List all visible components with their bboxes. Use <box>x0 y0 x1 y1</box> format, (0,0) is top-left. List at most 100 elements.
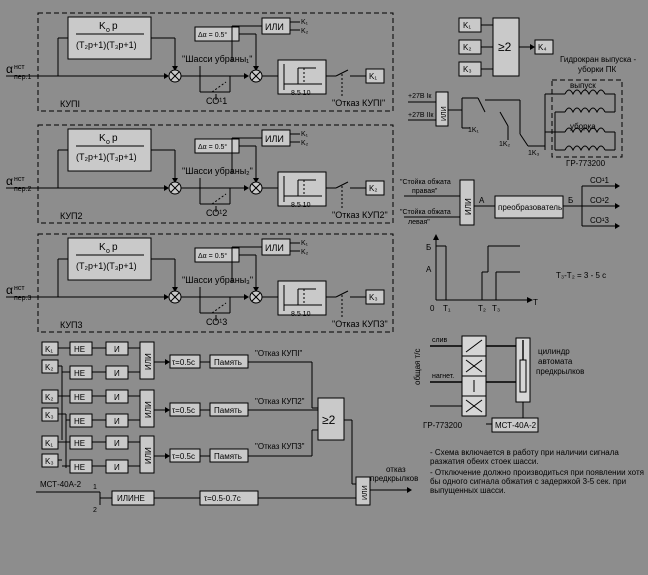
logic-k1: K₁ <box>45 345 53 354</box>
conv-in1-1: "Стойка обжата <box>400 178 451 186</box>
channel-out-k: K₂ <box>369 184 377 193</box>
note-line-1: - Схема включается в работу при наличии … <box>430 448 619 457</box>
logic-mem-1: Память <box>214 358 242 367</box>
logic-k3b: K₃ <box>45 457 54 466</box>
hydro-k3: 1K₃ <box>528 150 540 157</box>
logic-fail-2: "Отказ КУП2" <box>255 397 305 406</box>
timing-formula: T₃-T₂ = 3 - 5 с <box>556 271 606 280</box>
logic-k1b: K₁ <box>45 439 53 448</box>
so-label: СО¹1 <box>206 96 227 106</box>
hyd-valve: МСТ-40А-2 <box>495 421 537 430</box>
hydro-or: ИЛИ <box>441 106 448 121</box>
channel-input-sub: пер.1 <box>14 74 32 81</box>
or-block: ИЛИ <box>265 243 284 253</box>
timing-b: Б <box>426 243 431 252</box>
or-block: ИЛИ <box>265 22 284 32</box>
conv-out-2: СО¹2 <box>590 196 609 205</box>
tf-denominator: (T₂p+1)(T₃p+1) <box>76 261 137 271</box>
logic-delay-3: τ=0.5с <box>172 452 195 461</box>
tf-numerator-k: K <box>99 242 106 253</box>
timing-zero: 0 <box>430 304 435 313</box>
note-line-2: разжатия обеих стоек шасси. <box>430 457 539 466</box>
logic-ne-2a: НЕ <box>74 393 85 402</box>
logic-delay-2: τ=0.5с <box>172 406 195 415</box>
conv-a: А <box>479 196 485 205</box>
tf-numerator-k: K <box>99 21 106 32</box>
logic-ne-3a: НЕ <box>74 439 85 448</box>
tf-numerator-sub: о <box>106 27 110 34</box>
logic-block: K₁ K₂ K₂ K₃ K₁ K₃ НЕ НЕ И И ИЛИ <box>36 341 418 514</box>
tf-numerator-sub: о <box>106 248 110 255</box>
so-label: СО¹3 <box>206 317 227 327</box>
logic-n2: 2 <box>93 507 97 514</box>
hyd-left-label: общая т/с <box>413 348 422 385</box>
note-line-5: выпущенных шасси. <box>430 486 506 495</box>
timing-t1: T₁ <box>443 304 451 313</box>
logic-ne-2b: НЕ <box>74 417 85 426</box>
timing-t2: T₂ <box>478 304 486 313</box>
hydraulic-scheme: общая т/с слив нагнет. цилиндр автомата … <box>413 335 584 433</box>
logic-or-1: ИЛИ <box>144 353 153 370</box>
channel-kup: КУП3 <box>60 320 83 330</box>
timing-a: А <box>426 265 432 274</box>
hyd-cyl-3: предкрылков <box>536 367 584 376</box>
note-line-3: - Отключение должно производиться при по… <box>430 468 644 477</box>
maj-out: K₄ <box>538 43 547 52</box>
maj-label: ≥2 <box>498 40 512 54</box>
logic-delay2: τ=0.5-0.7с <box>204 494 241 503</box>
hydro-coil-retract: уборка <box>570 122 596 131</box>
channel-fail: "Отказ КУП3" <box>332 319 388 329</box>
logic-k3a: K₃ <box>45 411 54 420</box>
chassis-switch-label: "Шасси убраны₁" <box>182 54 252 64</box>
hydro-title-1: Гидрокран выпуска - <box>560 55 637 64</box>
channel-input-sup: нст <box>14 285 25 292</box>
logic-orne: ИЛИНЕ <box>117 494 145 503</box>
channel-kup: КУПІ <box>60 99 80 109</box>
so-label: СО¹2 <box>206 208 227 218</box>
channel-input-symbol: α <box>6 62 13 76</box>
logic-fail-3: "Отказ КУП3" <box>255 442 305 451</box>
logic-out-2: предкрылков <box>370 474 418 483</box>
channel-fail: "Отказ КУПІ" <box>332 98 385 108</box>
or-in-k2: K₂ <box>301 28 309 35</box>
channel-kup: КУП2 <box>60 211 83 221</box>
hyd-pressure: нагнет. <box>432 373 454 380</box>
tf-numerator-k: K <box>99 133 106 144</box>
hydro-device: ГР-773200 <box>566 159 606 168</box>
conv-or: ИЛИ <box>464 198 473 215</box>
hydro-k1: 1K₁ <box>468 127 480 134</box>
notes: - Схема включается в работу при наличии … <box>430 448 644 495</box>
hydro-coil-extend: выпуск <box>570 81 596 90</box>
hydro-k2: 1K₂ <box>499 141 511 148</box>
note-line-4: бы одного сигнала обжатия с задержкой 3-… <box>430 477 626 486</box>
hyd-cyl-2: автомата <box>538 357 573 366</box>
or-in-k1: K₁ <box>301 131 309 138</box>
channel-input-symbol: α <box>6 283 13 297</box>
timing-taxis: T <box>533 298 538 307</box>
timing-graph: Б А 0 T₁ T₂ T₃ T T₃-T₂ = 3 - 5 с <box>426 234 606 313</box>
logic-and-3a: И <box>114 439 120 448</box>
tf-numerator-p: p <box>112 21 118 32</box>
hyd-device: ГР-773200 <box>423 421 463 430</box>
timing-t3: T₃ <box>492 304 500 313</box>
chassis-switch-label: "Шасси убраны₃" <box>182 275 253 285</box>
logic-and-2a: И <box>114 393 120 402</box>
conv-in2-2: левая" <box>408 219 430 226</box>
logic-or-final: ИЛИ <box>362 485 369 500</box>
logic-delay-1: τ=0.5с <box>172 358 195 367</box>
channel-out-k: K₃ <box>369 293 378 302</box>
majority-block-top: K₁ K₂ K₃ ≥2 K₄ <box>458 17 554 77</box>
tf-numerator-sub: о <box>106 139 110 146</box>
maj-in-1: K₁ <box>463 21 471 30</box>
logic-ne-3b: НЕ <box>74 463 85 472</box>
logic-and-2b: И <box>114 417 120 426</box>
logic-ne-1a: НЕ <box>74 345 85 354</box>
logic-k2b: K₂ <box>45 393 53 402</box>
or-in-k1: K₁ <box>301 240 309 247</box>
delta-value: Δα = 0.5° <box>198 252 227 260</box>
